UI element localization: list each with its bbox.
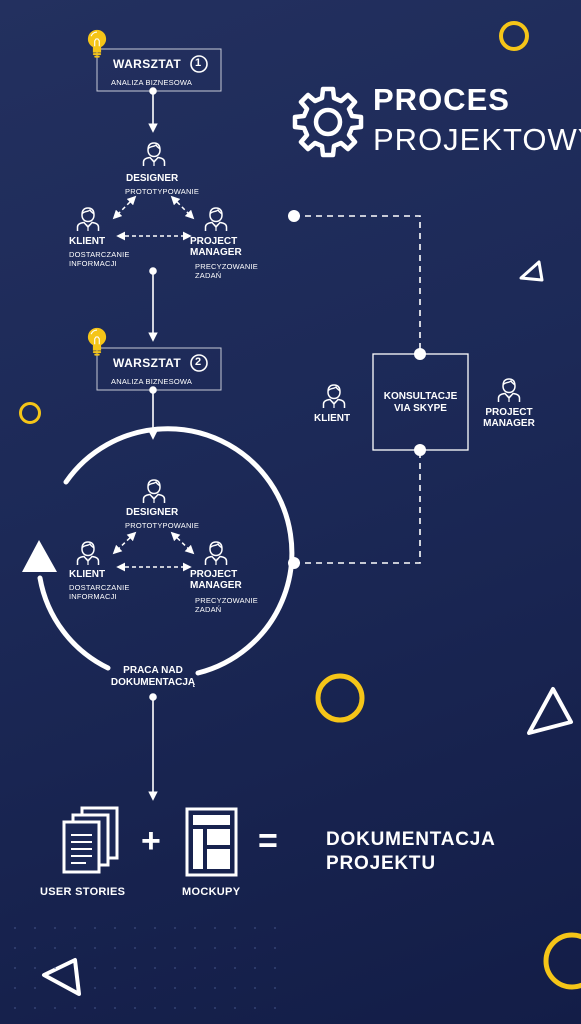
decorative-shapes <box>14 21 581 1009</box>
consult-pm-label-1: PROJECT <box>485 407 533 418</box>
triangle-outline-2 <box>527 687 573 735</box>
triangle-outline-1 <box>519 260 544 282</box>
client-sub-2a: DOSTARCZANIE <box>69 583 130 592</box>
title-line-2: PROJEKTOWY <box>373 122 581 157</box>
result-line-2: PROJEKTU <box>326 853 436 874</box>
pm-label-1b: MANAGER <box>190 247 242 258</box>
person-icon-pm-1 <box>204 207 228 232</box>
title-line-1: PROCES <box>373 82 510 117</box>
cycle-label-1: PRACA NAD <box>123 665 183 676</box>
workshop-1-number: 1 <box>195 57 202 69</box>
workshop-2-box <box>96 347 222 391</box>
document-stack-icon <box>62 806 119 874</box>
client-label-2: KLIENT <box>69 569 106 580</box>
lightbulb-icon-1 <box>87 29 107 59</box>
gear-icon <box>292 86 364 158</box>
pm-sub-1b: ZADAŃ <box>195 271 222 280</box>
consult-link-bottom <box>294 452 421 564</box>
plus-sign: + <box>141 822 161 860</box>
workshop-1-title: WARSZTAT <box>113 57 182 71</box>
designer-sub-1: PROTOTYPOWANIE <box>125 187 200 196</box>
consult-pm-label-2: MANAGER <box>483 418 535 429</box>
client-label-1: KLIENT <box>69 236 106 247</box>
designer-label-1: DESIGNER <box>126 173 179 184</box>
consult-link-top <box>294 215 421 352</box>
pm-label-2a: PROJECT <box>190 569 238 580</box>
person-icon-designer-1 <box>142 142 166 167</box>
consultation-box <box>372 353 469 451</box>
workshop-2-number: 2 <box>195 356 202 368</box>
person-icon-pm-2 <box>204 541 228 566</box>
designer-label-2: DESIGNER <box>126 507 179 518</box>
equals-sign: = <box>258 822 278 860</box>
pm-sub-2b: ZADAŃ <box>195 605 222 614</box>
cycle-label-2: DOKUMENTACJĄ <box>110 677 196 688</box>
consult-box-label-2: VIA SKYPE <box>394 403 447 414</box>
yellow-ring-top <box>499 21 529 51</box>
user-stories-label: USER STORIES <box>40 886 126 898</box>
workshop-2-title: WARSZTAT <box>113 356 182 370</box>
result-line-1: DOKUMENTACJA <box>326 829 496 850</box>
triangle-outline-3 <box>42 958 81 996</box>
pm-label-1a: PROJECT <box>190 236 238 247</box>
workshop-2-number-circle <box>190 354 208 372</box>
mockups-label: MOCKUPY <box>182 886 241 898</box>
pm-sub-2a: PRECYZOWANIE <box>195 596 258 605</box>
workshop-1-number-circle <box>190 55 208 73</box>
lightbulb-icon-2 <box>87 327 107 357</box>
person-icon-designer-2 <box>142 479 166 504</box>
consult-box-label-1: KONSULTACJE <box>383 391 458 402</box>
yellow-ring-bottom <box>543 932 581 990</box>
workshop-1-subtitle: ANALIZA BIZNESOWA <box>111 78 193 87</box>
triangle-1-link-right <box>170 195 195 220</box>
person-icon-client-2 <box>76 541 100 566</box>
person-icon-consult-pm <box>497 378 521 403</box>
triangle-2-link-right <box>170 531 195 555</box>
cycle-arc-left <box>37 575 111 671</box>
client-sub-1a: DOSTARCZANIE <box>69 250 130 259</box>
triangle-2-link-left <box>112 531 137 555</box>
consult-client-label: KLIENT <box>314 413 351 424</box>
triangle-1-link-left <box>112 195 137 220</box>
workshop-1-box <box>96 48 222 92</box>
designer-sub-2: PROTOTYPOWANIE <box>125 521 200 530</box>
yellow-ring-left <box>19 402 41 424</box>
workshop-2-subtitle: ANALIZA BIZNESOWA <box>111 377 193 386</box>
mockup-icon <box>185 807 238 877</box>
cycle-arc <box>63 426 295 676</box>
client-sub-2b: INFORMACJI <box>69 592 117 601</box>
person-icon-client-1 <box>76 207 100 232</box>
pm-label-2b: MANAGER <box>190 580 242 591</box>
cycle-arrowhead <box>22 540 57 572</box>
person-icon-consult-client <box>322 384 346 409</box>
yellow-ring-middle <box>315 673 365 723</box>
dot-grid <box>14 927 276 1009</box>
pm-sub-1a: PRECYZOWANIE <box>195 262 258 271</box>
client-sub-1b: INFORMACJI <box>69 259 117 268</box>
